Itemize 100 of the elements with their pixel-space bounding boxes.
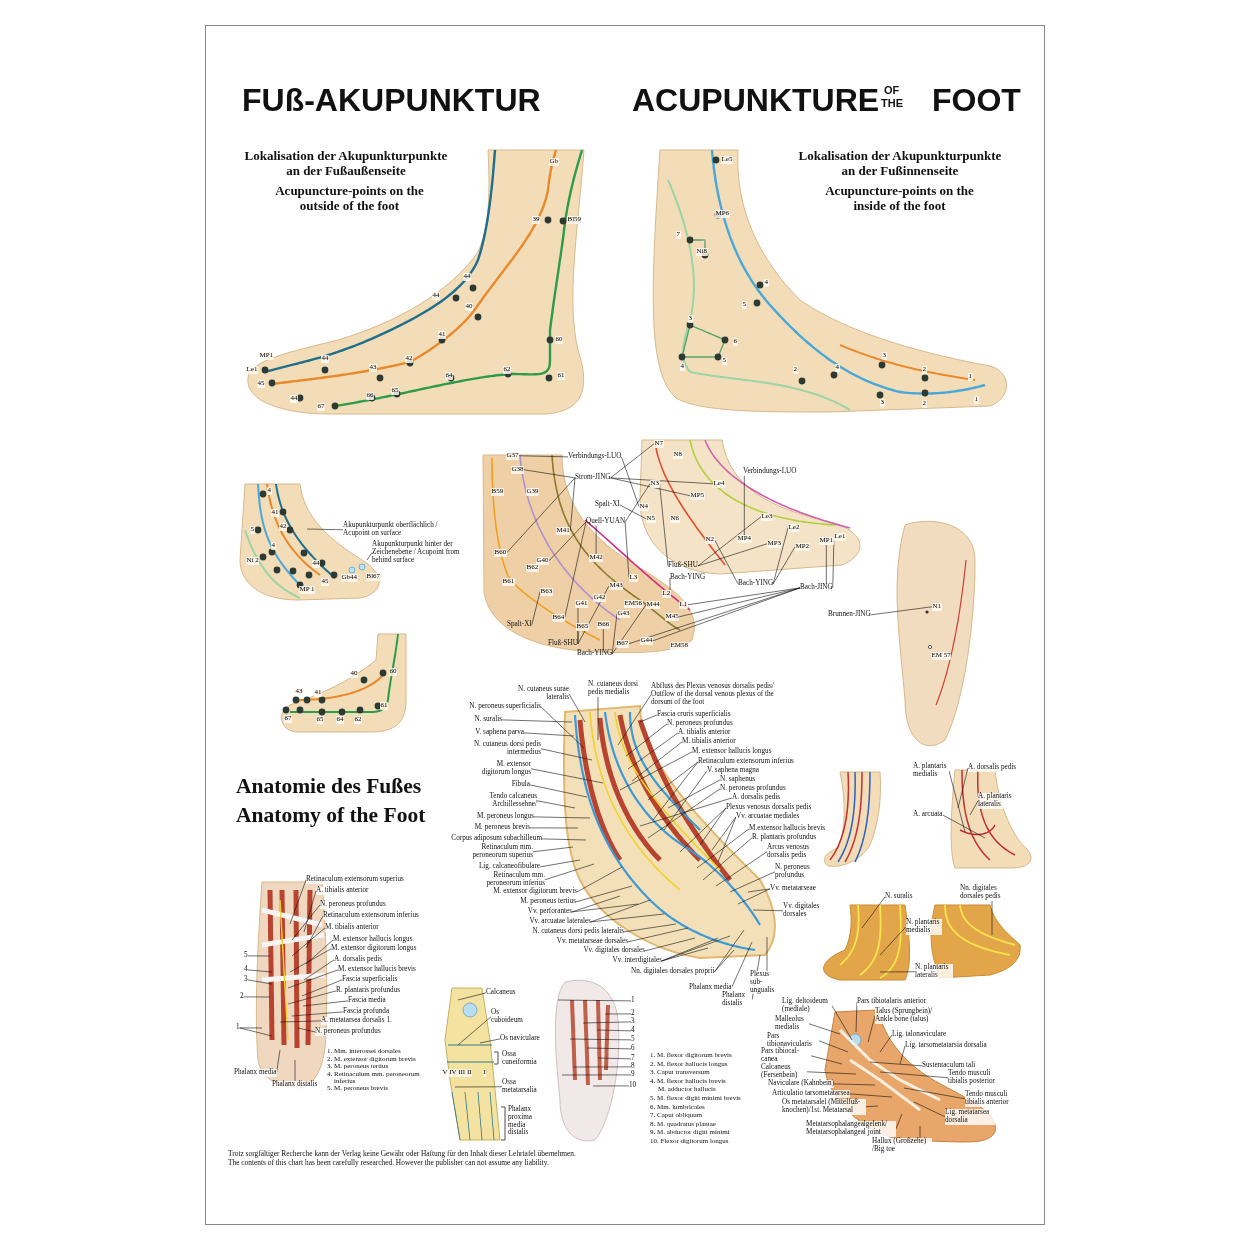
leader-line [969, 800, 979, 816]
poster-title: FOOT [932, 84, 1021, 116]
leader-line [506, 477, 576, 554]
section-heading: Anatomy of the Foot [236, 804, 426, 828]
leader-line [913, 1101, 946, 1118]
leader-line [879, 1034, 893, 1053]
leader-line [895, 1113, 903, 1130]
leader-line [541, 838, 587, 841]
leader-line [625, 723, 668, 757]
leader-line [627, 732, 679, 770]
leader-line [239, 1027, 273, 1037]
leader-line [540, 706, 585, 749]
leader-line [597, 696, 599, 741]
leader-line [544, 863, 595, 881]
leader-line [624, 483, 651, 523]
leader-line [291, 1011, 344, 1017]
leader-line [948, 770, 966, 833]
leader-line [870, 606, 933, 616]
leader-line [628, 587, 801, 645]
leader-line [576, 866, 623, 893]
leader-line [596, 1029, 632, 1032]
leader-line [569, 477, 576, 532]
leader-line [624, 521, 630, 579]
leader-line [518, 455, 569, 458]
leader-line [714, 539, 739, 585]
leader-line [595, 525, 597, 555]
leader-line [808, 1023, 841, 1035]
leader-line [610, 443, 655, 479]
leader-line [687, 587, 801, 606]
leader-line [539, 859, 581, 868]
leader-line [697, 516, 762, 567]
section-heading: Anatomie des Fußes [236, 775, 422, 799]
leader-line [247, 955, 271, 957]
leader-line [366, 552, 373, 561]
leader-line [611, 613, 618, 655]
leader-line [647, 788, 721, 839]
leader-line [604, 1013, 632, 1015]
leader-line [711, 816, 737, 851]
leader-line [810, 1055, 843, 1065]
leader-line [247, 979, 273, 985]
leader-line [669, 577, 671, 591]
leader-line [243, 996, 271, 998]
leader-line [879, 1071, 949, 1079]
poster-title: FUß-AKUPUNKTUR [242, 84, 541, 116]
leader-line [568, 693, 586, 723]
leader-line [667, 779, 721, 809]
leader-line [301, 979, 343, 997]
leader-line [652, 761, 699, 821]
leader-line [540, 748, 593, 761]
leader-line [647, 761, 699, 801]
leader-line [557, 999, 632, 1002]
leader-line [644, 937, 696, 952]
leader-line [631, 741, 683, 782]
leader-line [942, 814, 986, 839]
leader-line [561, 1074, 632, 1076]
leader-line [291, 927, 326, 957]
leader-line [772, 546, 796, 585]
leader-line [865, 1105, 879, 1108]
section-heading: Acupuncture-points on the inside of the foot [824, 184, 975, 214]
leader-line [679, 807, 727, 853]
leader-line [729, 871, 776, 893]
leader-line [619, 504, 647, 520]
leader-line [571, 903, 639, 913]
leader-line [597, 1057, 632, 1060]
leader-line [536, 800, 576, 809]
leader-line [306, 528, 344, 531]
leader-line [831, 1005, 853, 1041]
leader-line [867, 1015, 876, 1043]
leader-line [663, 770, 708, 831]
section-heading: Lokalisation der Akupunkturpunkte an der Fußaußenseite [243, 149, 449, 179]
leader-line [586, 1047, 632, 1050]
leader-line [903, 1087, 966, 1100]
leader-line [276, 1049, 281, 1074]
leader-line [661, 935, 731, 962]
leader-line [291, 904, 321, 941]
leader-line [239, 1027, 263, 1029]
poster-title: OF [884, 85, 900, 96]
leader-line [279, 1020, 322, 1023]
leader-line [639, 714, 658, 723]
leader-line [303, 890, 317, 933]
leader-line [575, 885, 633, 903]
section-heading: Lokalisation der Akupunkturpunkte an der Fußinnenseite [797, 149, 1003, 179]
leader-line [590, 913, 665, 923]
leader-line [617, 694, 652, 746]
leader-line [572, 1066, 632, 1068]
leader-line [849, 1093, 893, 1098]
leader-line [529, 784, 588, 798]
leader-line [592, 1085, 630, 1087]
leader-line [623, 923, 677, 933]
leader-line [855, 1001, 858, 1033]
leader-line [737, 888, 771, 905]
leader-line [833, 1083, 876, 1086]
leader-line [699, 807, 727, 846]
leader-line [772, 527, 789, 585]
leader-line [752, 909, 784, 912]
leader-line [611, 604, 647, 655]
leader-line [879, 971, 916, 973]
leader-line [577, 585, 610, 645]
leader-line [479, 1038, 501, 1044]
leader-line [548, 521, 587, 562]
